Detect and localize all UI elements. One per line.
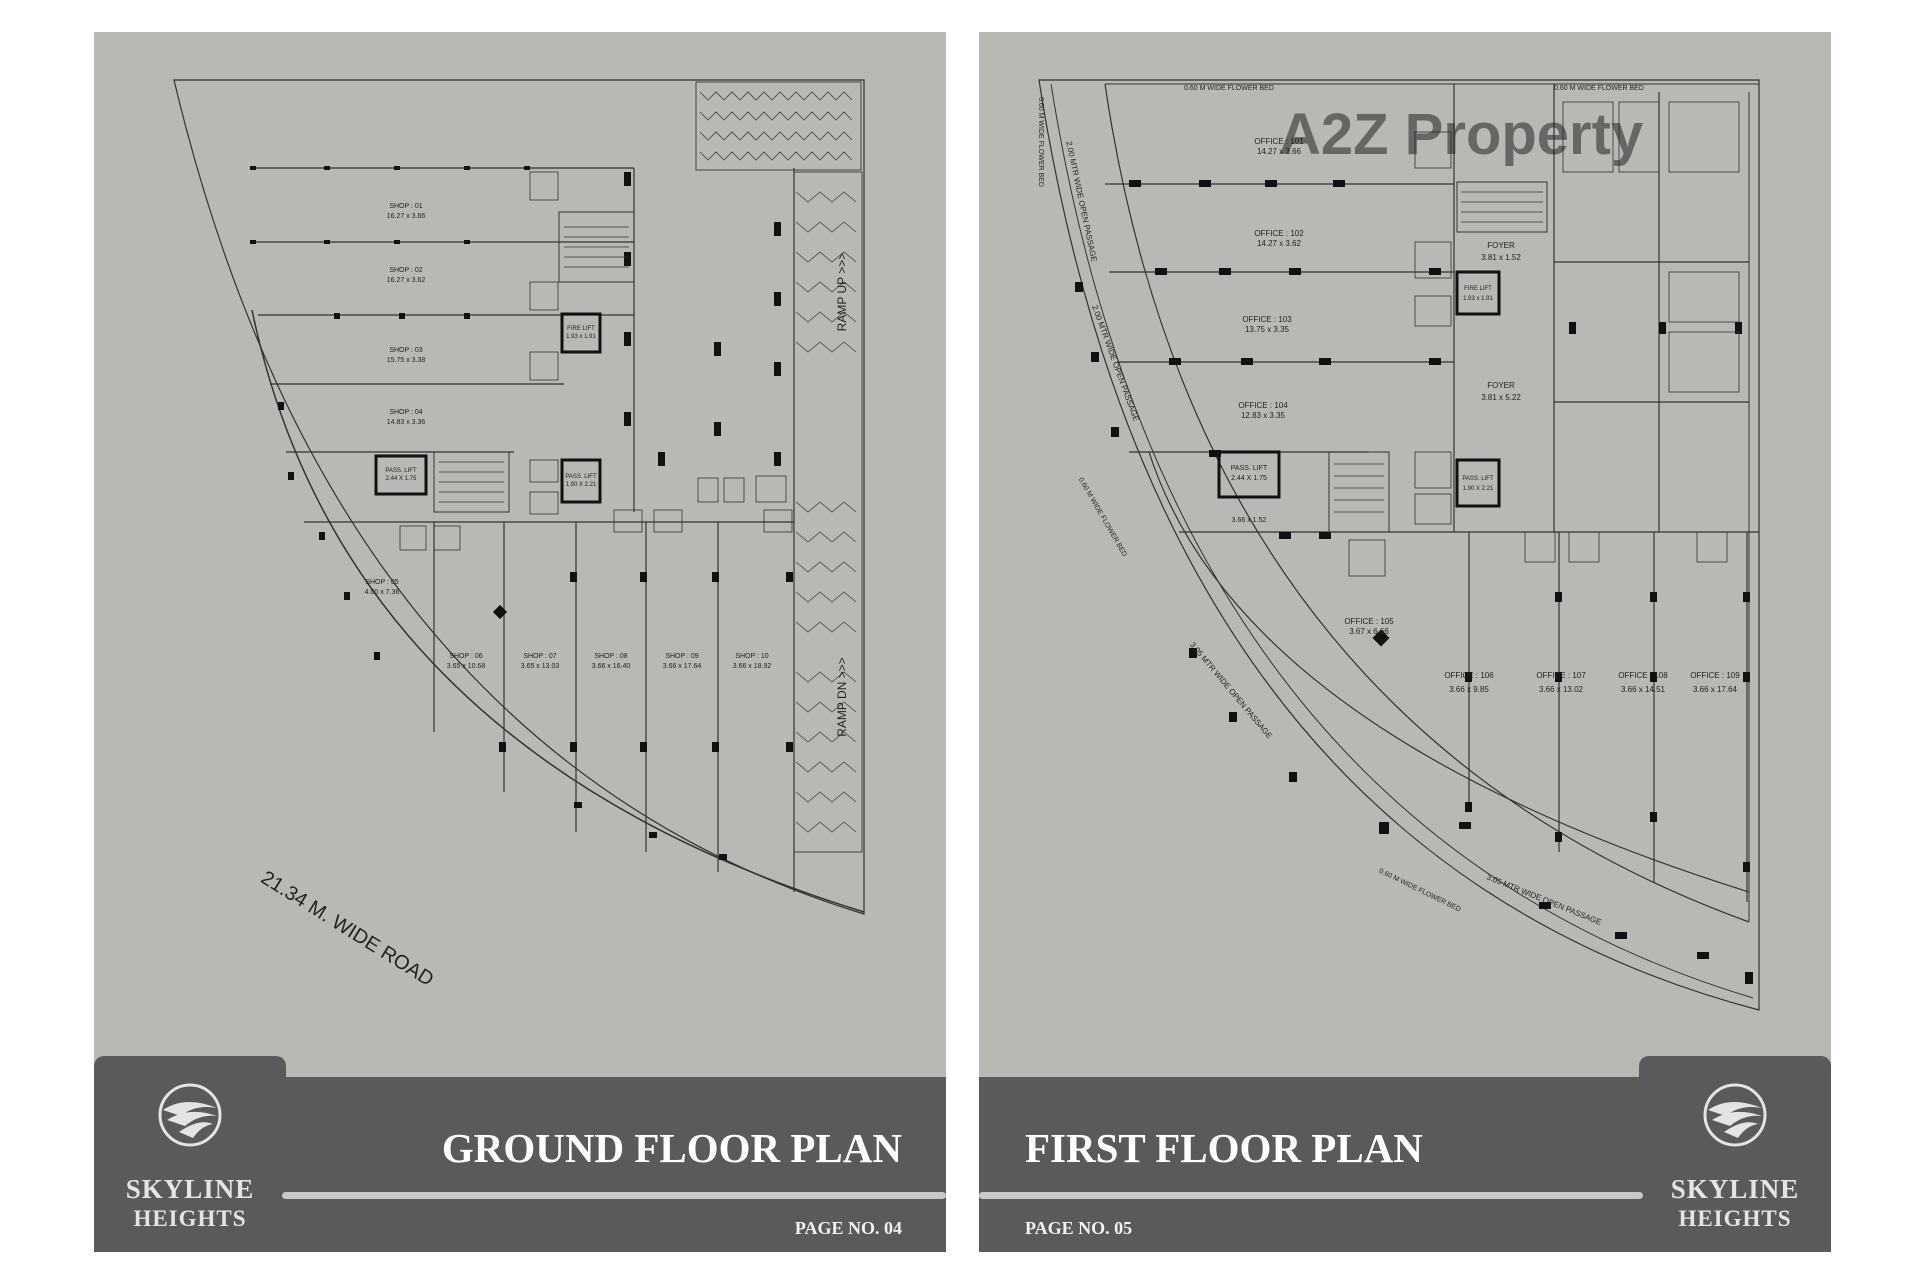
office-102-name: OFFICE : 102 (1254, 229, 1304, 238)
shop-04-name: SHOP : 04 (389, 409, 422, 416)
shop-06-name: SHOP : 06 (449, 653, 482, 660)
office-103-name: OFFICE : 103 (1242, 315, 1292, 324)
office-104-size: 12.83 x 3.35 (1241, 411, 1286, 420)
pass-lift-2-name: PASS. LIFT (1462, 476, 1494, 482)
flower-bed-side-2: 0.60 M WIDE FLOWER BED (1077, 477, 1128, 558)
pass-lift-2-size: 1.90 X 2.21 (566, 482, 597, 488)
ground-floor-page: SHOP : 01 16.27 x 3.66 SHOP : 02 16.27 x… (94, 32, 946, 1252)
shop-09-name: SHOP : 09 (665, 653, 698, 660)
brand-line-1: SKYLINE (125, 1174, 255, 1204)
shop-04-size: 14.83 x 3.36 (387, 419, 426, 426)
first-floor-page: OFFICE : 101 14.27 x 3.66 OFFICE : 102 1… (979, 32, 1831, 1252)
pass-lift-2-name: PASS. LIFT (565, 474, 597, 480)
ramp-dn-label: RAMP DN >>> (835, 657, 849, 736)
flower-bed-side-1: 0.60 M WIDE FLOWER BED (1037, 97, 1044, 187)
office-109-size: 3.66 x 17.64 (1693, 685, 1738, 694)
shop-01-name: SHOP : 01 (389, 203, 422, 210)
open-passage-1: 2.00 MTR WIDE OPEN PASSAGE (1064, 140, 1098, 262)
open-passage-3: 3.05 MTR WIDE OPEN PASSAGE (1188, 640, 1274, 740)
skyline-logo-icon (1703, 1083, 1767, 1147)
fire-lift-name: FIRE LIFT (1464, 286, 1492, 292)
brand-name: SKYLINE HEIGHTS (94, 1174, 286, 1234)
foyer-2-name: FOYER (1487, 381, 1515, 390)
shop-08-name: SHOP : 08 (594, 653, 627, 660)
first-floor-plan-drawing: OFFICE : 101 14.27 x 3.66 OFFICE : 102 1… (1037, 79, 1760, 1011)
brand-logo-block: SKYLINE HEIGHTS (1639, 1056, 1831, 1252)
office-106-name: OFFICE : 106 (1444, 671, 1494, 680)
ground-floor-footer: SKYLINE HEIGHTS GROUND FLOOR PLAN PAGE N… (94, 1056, 946, 1252)
foyer-1-size: 3.81 x 1.52 (1481, 253, 1521, 262)
first-floor-footer: SKYLINE HEIGHTS FIRST FLOOR PLAN PAGE NO… (979, 1056, 1831, 1252)
plan-title: GROUND FLOOR PLAN (441, 1125, 902, 1171)
ground-floor-plan-drawing: SHOP : 01 16.27 x 3.66 SHOP : 02 16.27 x… (173, 79, 865, 991)
shop-05-name: SHOP : 05 (365, 579, 398, 586)
open-passage-4: 3.05 MTR WIDE OPEN PASSAGE (1485, 872, 1602, 926)
office-108-name: OFFICE : 108 (1618, 671, 1668, 680)
office-105-name: OFFICE : 105 (1344, 617, 1394, 626)
shop-01-size: 16.27 x 3.66 (387, 213, 426, 220)
office-101-name: OFFICE : 101 (1254, 137, 1304, 146)
shop-10-name: SHOP : 10 (735, 653, 768, 660)
page-number: PAGE NO. 04 (794, 1218, 902, 1238)
flower-bed-bottom: 0.60 M WIDE FLOWER BED (1378, 868, 1462, 914)
ramp-up-label: RAMP UP >>> (835, 253, 849, 332)
shop-08-size: 3.66 x 16.40 (592, 663, 631, 670)
office-101-size: 14.27 x 3.66 (1257, 147, 1302, 156)
shop-05-size: 4.00 x 7.36 (365, 589, 400, 596)
brand-line-2: HEIGHTS (133, 1206, 247, 1231)
brand-line-2: HEIGHTS (1678, 1206, 1792, 1231)
office-106-size: 3.66 x 9.85 (1449, 685, 1489, 694)
shop-07-name: SHOP : 07 (523, 653, 556, 660)
office-103-size: 13.75 x 3.35 (1245, 325, 1290, 334)
shop-07-size: 3.65 x 13.03 (521, 663, 560, 670)
shop-09-size: 3.66 x 17.64 (663, 663, 702, 670)
pass-lift-1-size: 2.44 X 1.75 (1231, 475, 1267, 482)
fire-lift-name: FIRE LIFT (567, 326, 595, 332)
open-passage-2: 2.00 MTR WIDE OPEN PASSAGE (1090, 304, 1141, 423)
brand-logo-block: SKYLINE HEIGHTS (94, 1056, 286, 1252)
pass-lift-1-name: PASS. LIFT (1231, 465, 1268, 472)
flower-bed-top-2: 0.60 M WIDE FLOWER BED (1554, 85, 1644, 92)
plan-title: FIRST FLOOR PLAN (1025, 1125, 1423, 1171)
shop-02-size: 16.27 x 3.62 (387, 277, 426, 284)
pass-lift-1-name: PASS. LIFT (385, 468, 417, 474)
flower-bed-top-1: 0.60 M WIDE FLOWER BED (1184, 85, 1274, 92)
divider-rule (282, 1192, 946, 1199)
shop-03-name: SHOP : 03 (389, 347, 422, 354)
road-label: 21.34 M. WIDE ROAD (257, 867, 437, 991)
brand-name: SKYLINE HEIGHTS (1639, 1174, 1831, 1234)
shop-03-size: 15.75 x 3.38 (387, 357, 426, 364)
shop-10-size: 3.66 x 18.92 (733, 663, 772, 670)
corridor-size: 3.66 x 1.52 (1232, 517, 1267, 524)
page-number: PAGE NO. 05 (1025, 1218, 1133, 1238)
office-109-name: OFFICE : 109 (1690, 671, 1740, 680)
fire-lift-size: 1.93 x 1.91 (566, 334, 596, 340)
a2z-watermark: A2Z Property (1279, 102, 1643, 167)
shop-06-size: 3.65 x 10.68 (447, 663, 486, 670)
office-105-size: 3.67 x 6.66 (1349, 627, 1389, 636)
office-102-size: 14.27 x 3.62 (1257, 239, 1302, 248)
fire-lift-size: 1.93 x 1.91 (1463, 296, 1493, 302)
shop-02-name: SHOP : 02 (389, 267, 422, 274)
office-104-name: OFFICE : 104 (1238, 401, 1288, 410)
office-108-size: 3.66 x 14.51 (1621, 685, 1666, 694)
skyline-logo-icon (158, 1083, 222, 1147)
foyer-1-name: FOYER (1487, 241, 1515, 250)
brand-line-1: SKYLINE (1670, 1174, 1800, 1204)
divider-rule (979, 1192, 1643, 1199)
foyer-2-size: 3.81 x 5.22 (1481, 393, 1521, 402)
office-107-size: 3.66 x 13.02 (1539, 685, 1584, 694)
pass-lift-1-size: 2.44 X 1.75 (386, 476, 417, 482)
office-107-name: OFFICE : 107 (1536, 671, 1586, 680)
pass-lift-2-size: 1.90 X 2.21 (1463, 486, 1494, 492)
